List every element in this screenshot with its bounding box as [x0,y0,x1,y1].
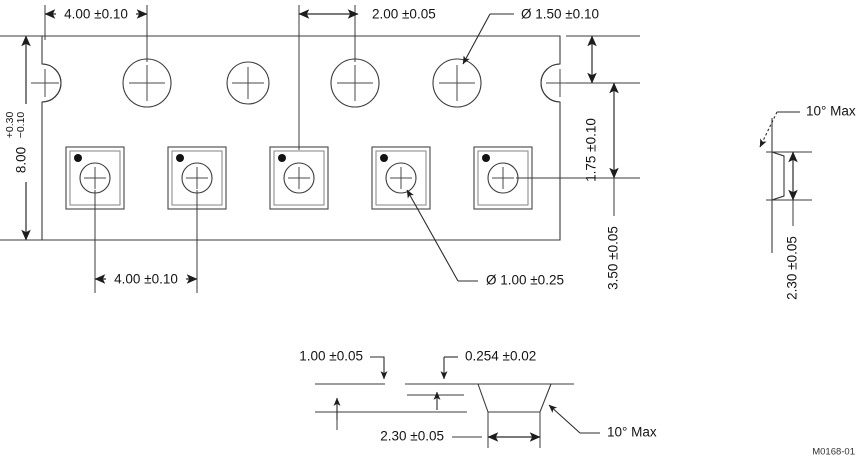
side-profile-detail-view: 2.30 ±0.05 10° Max [759,104,856,300]
dimension-tolerance-minus: −0.10 [15,112,27,139]
dimension-label-side-width: 2.30 ±0.05 [785,236,800,300]
dimension-section-width: 2.30 ±0.05 [380,429,541,444]
land-pad [269,146,329,210]
dimension-label-section-width: 2.30 ±0.05 [380,429,444,444]
cross-section-detail-view: 1.00 ±0.05 0.254 ±0.02 2.30 ±0.05 10° Ma… [299,349,657,448]
dimension-hole-pitch: 2.00 ±0.05 [298,7,436,22]
callout-hole-diameter: Ø 1.50 ±0.10 [462,7,599,65]
callout-side-angle: 10° Max [759,104,856,148]
land-pad [371,146,431,210]
dimension-label-board-height: 8.00 [14,147,29,173]
dimension-label-hole-pitch: 2.00 ±0.05 [372,7,436,22]
mounting-hole [226,61,270,105]
dimension-label-top-to-pads: 3.50 ±0.05 [606,226,621,290]
dimension-label-pitch-bottom: 4.00 ±0.10 [114,272,178,287]
dimension-top-to-holes: 1.75 ±0.10 [584,35,599,182]
detail-taper-top [771,151,785,157]
callout-label-hole-diameter: Ø 1.50 ±0.10 [521,7,599,22]
detail-taper-bottom [771,195,785,201]
notch-arc-left [41,63,62,103]
mounting-hole [330,58,380,108]
notch-arc-right [540,63,561,103]
dimension-label-pitch-top: 4.00 ±0.10 [64,7,128,22]
callout-pad-diameter: Ø 1.00 ±0.25 [406,189,564,288]
dimension-pitch-top: 4.00 ±0.10 [44,6,148,23]
callout-label-side-angle: 10° Max [806,104,856,119]
dimension-side-width: 2.30 ±0.05 [785,151,800,300]
dimension-board-height: 8.00 +0.30 −0.10 [4,35,31,241]
dimension-top-to-pads: 3.50 ±0.05 [606,82,621,290]
drawing-id-label: M0168-01 [812,447,855,458]
detail-taper-profile [771,151,785,201]
dimension-label-section-thickness: 1.00 ±0.05 [299,349,363,364]
dimension-label-section-plating: 0.254 ±0.02 [465,349,536,364]
dimension-tolerance-plus: +0.30 [4,112,16,139]
callout-section-angle: 10° Max [548,404,657,440]
package-land-pattern-top-view: 4.00 ±0.10 2.00 ±0.05 Ø 1.50 ±0.10 Ø 1.0… [0,5,640,293]
dimension-section-thickness: 1.00 ±0.05 [299,349,388,430]
callout-label-section-angle: 10° Max [607,425,657,440]
callout-label-pad-diameter: Ø 1.00 ±0.25 [486,273,564,288]
notch-crosshair-left [31,69,59,97]
mounting-hole [432,58,482,108]
section-groove-profile [477,383,552,413]
dimension-section-plating: 0.254 ±0.02 [433,349,536,410]
mounting-hole [122,58,172,108]
dimension-pitch-bottom: 4.00 ±0.10 [94,271,198,288]
dimension-label-top-to-holes: 1.75 ±0.10 [584,118,599,182]
